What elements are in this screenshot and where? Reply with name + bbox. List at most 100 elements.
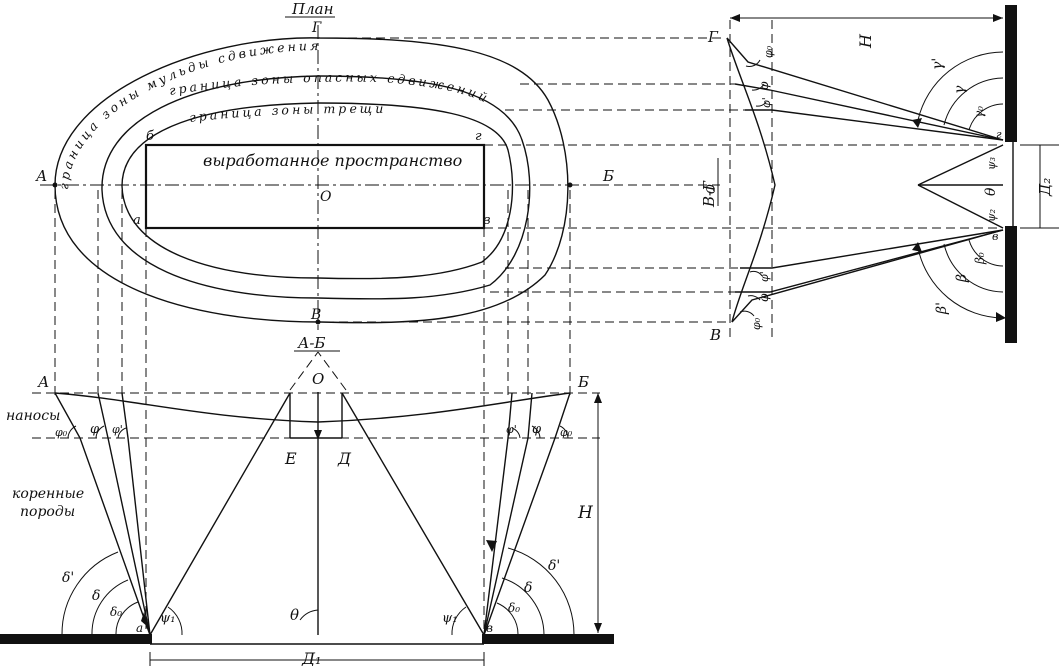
- zone-danger-label: граница зоны опасных сдвижений: [168, 70, 492, 107]
- arc-delta0-left: [115, 601, 139, 636]
- section-vg-gamma-prime: γ': [930, 58, 946, 70]
- vg-h-arrow-right: [993, 14, 1003, 22]
- right-seam-block: [482, 634, 614, 644]
- arc-phi0-right: [559, 425, 569, 439]
- section-vg-gamma: γ: [952, 85, 968, 94]
- section-vg-psi2: ψ₂: [985, 209, 998, 222]
- plan-corner-g: г: [475, 129, 482, 144]
- label-korennye: коренные: [12, 486, 84, 502]
- vg-arc-beta0: [968, 239, 1004, 267]
- section-ab-phi0-right: φ₀: [560, 426, 573, 439]
- section-vg-phi-bottom: φ: [757, 293, 771, 302]
- vg-arrow-bottom: [912, 242, 922, 252]
- worked-space-label: выработанное пространство: [203, 151, 462, 170]
- vg-arc-gamma: [943, 77, 1004, 126]
- arc-phi0-left: [67, 425, 77, 439]
- left-delta-prime-line: [121, 392, 151, 636]
- section-vg-d2: Д₂: [1036, 178, 1054, 197]
- vg-arrow-beta-prime: [996, 312, 1006, 322]
- vg-arc-phi-bottom: [747, 295, 761, 301]
- section-ab-point-o: О: [312, 370, 324, 388]
- vg-arc-phi-top: [751, 83, 765, 91]
- plan-point-v-dot: [315, 319, 321, 325]
- section-vg-gamma0: γ₀: [972, 106, 986, 118]
- arc-delta-prime-right: [507, 547, 575, 636]
- left-delta0-line: [54, 392, 151, 636]
- section-vg-point-g: Г: [707, 28, 719, 46]
- left-arrow: [141, 612, 149, 628]
- arc-delta0-right: [496, 602, 519, 636]
- arc-delta-left: [91, 579, 129, 636]
- section-vg-phi-prime-top: φ': [760, 97, 773, 108]
- section-ab-delta0-left: δ₀: [110, 605, 122, 619]
- vg-seam-bottom: [1005, 226, 1017, 343]
- section-ab-phi-prime-left: φ': [112, 423, 123, 436]
- section-vg-point-v: В: [709, 326, 721, 344]
- arc-delta-prime-left: [61, 551, 119, 636]
- section-ab-phi-right: φ: [532, 422, 542, 437]
- vg-arrow-top: [912, 118, 922, 128]
- right-delta-prime-line: [483, 392, 513, 636]
- plan-point-b: Б: [602, 167, 614, 185]
- vg-beta-line: [735, 229, 1004, 293]
- plan-point-v: В: [310, 307, 321, 323]
- plan-point-a-dot: [52, 182, 58, 188]
- plan-point-g: Г: [311, 20, 322, 36]
- label-porody: породы: [20, 504, 75, 520]
- section-vg: В-Г О Н Д₂: [700, 5, 1059, 344]
- section-ab-corner-v: в: [486, 621, 493, 635]
- section-ab-psi1-right: ψ₁: [442, 611, 457, 626]
- section-ab-corner-a: а: [136, 621, 143, 635]
- arc-delta-right: [501, 577, 545, 636]
- section-vg-beta: β: [954, 274, 970, 283]
- vg-psi3-line: [917, 144, 1004, 186]
- h-arrow-bottom: [594, 623, 602, 633]
- vg-subsidence-curve: [726, 37, 776, 323]
- right-delta0-line: [483, 392, 571, 636]
- right-psi-line: [341, 392, 485, 636]
- arc-phi-prime-right: [511, 427, 521, 439]
- section-ab-theta: θ: [290, 606, 299, 624]
- plan-title: План: [291, 0, 333, 18]
- section-ab-point-b: Б: [577, 373, 589, 391]
- right-delta-line: [483, 392, 533, 636]
- section-ab: А-Б: [0, 334, 614, 666]
- vg-gamma0-line: [726, 37, 1004, 141]
- vg-gamma-line: [734, 83, 1004, 141]
- arc-psi1-right: [451, 606, 467, 636]
- arc-phi-right: [531, 425, 541, 439]
- center-arrow: [314, 430, 322, 440]
- vg-arc-phi0-top: [745, 59, 761, 67]
- left-psi-line: [149, 392, 291, 636]
- section-vg-corner-g: г: [996, 128, 1002, 141]
- section-vg-beta0: β₀: [973, 252, 987, 265]
- arc-theta: [299, 609, 319, 621]
- plan-point-a: А: [35, 167, 47, 185]
- section-ab-delta-left: δ: [92, 588, 100, 604]
- vg-arc-beta: [943, 243, 1004, 293]
- section-ab-delta-right: δ: [524, 580, 532, 596]
- section-ab-point-d: Д: [337, 449, 352, 468]
- plan-point-b-dot: [567, 182, 573, 188]
- vg-arc-phi0-bottom: [739, 310, 755, 317]
- section-ab-h: Н: [577, 503, 594, 523]
- vg-seam-top: [1005, 5, 1017, 142]
- vg-arc-gamma-prime: [917, 51, 1004, 121]
- left-seam-block: [0, 634, 152, 644]
- h-arrow-top: [594, 393, 602, 403]
- section-vg-corner-v: в: [992, 230, 998, 243]
- zone-cracks-contour: [121, 102, 514, 280]
- worked-space-rect: [144, 143, 486, 230]
- section-ab-phi0-left: φ₀: [55, 426, 68, 439]
- arc-psi1-left: [167, 606, 183, 636]
- section-vg-phi-top: φ: [757, 81, 771, 90]
- apex-right: [317, 351, 347, 391]
- right-arrow: [486, 540, 497, 552]
- section-vg-theta: θ: [983, 187, 999, 196]
- section-ab-delta-prime-right: δ': [548, 558, 560, 574]
- section-vg-title: В-Г: [700, 180, 718, 208]
- plan-corner-v: в: [483, 213, 491, 228]
- section-ab-phi-prime-right: φ': [506, 423, 517, 436]
- vg-psi2-line: [917, 184, 1004, 229]
